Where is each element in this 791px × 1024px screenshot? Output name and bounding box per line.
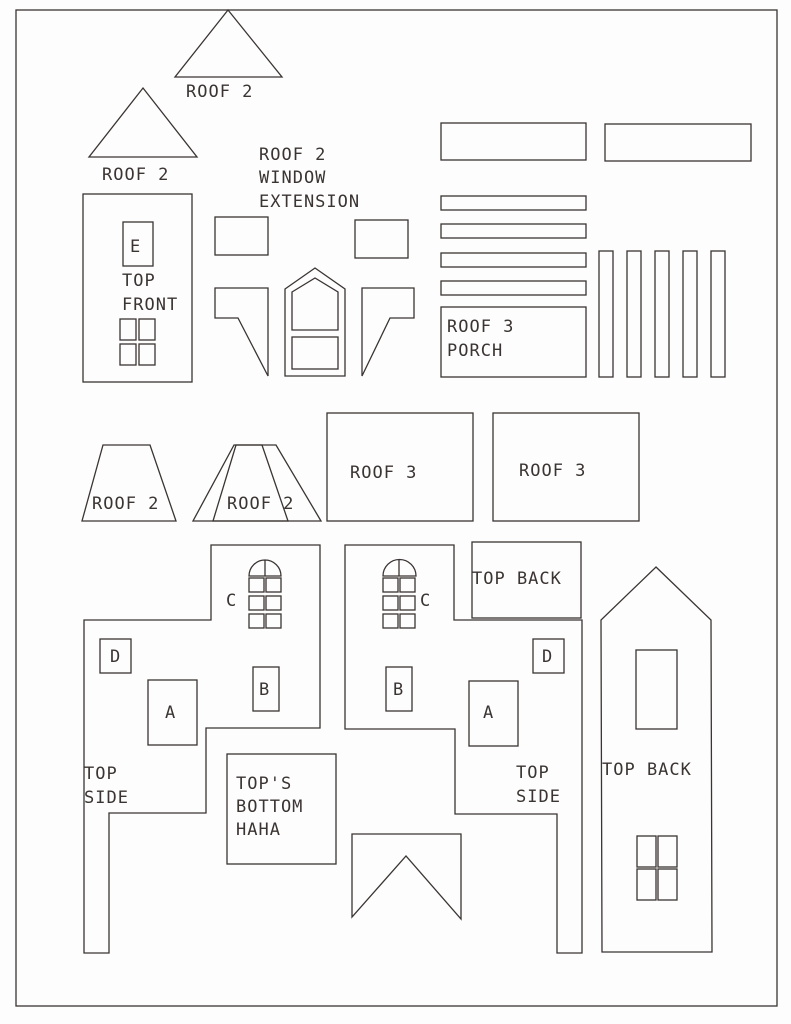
svg-text:ROOF 2: ROOF 2	[92, 494, 159, 514]
svg-text:A: A	[165, 703, 176, 723]
roof3-panel-a: ROOF 3	[326, 412, 474, 522]
top-side-left-panel: C D A B TOP SIDE	[83, 544, 321, 954]
roof2-triangle-left: ROOF 2	[87, 86, 199, 185]
svg-text:ROOF 3: ROOF 3	[350, 463, 417, 483]
roof2-trapezoid-b-outline: ROOF 2	[212, 444, 323, 522]
tops-bottom-panel: TOP'S BOTTOM HAHA	[226, 753, 337, 865]
roof2-trapezoid-a: ROOF 2	[81, 444, 177, 522]
sheet-border	[15, 9, 778, 1007]
svg-text:ROOF 3: ROOF 3	[519, 461, 586, 481]
top-back-small-panel: TOP BACK	[471, 541, 582, 619]
svg-text:EXTENSION: EXTENSION	[259, 192, 360, 212]
svg-text:B: B	[393, 680, 404, 700]
svg-text:BOTTOM: BOTTOM	[236, 797, 303, 817]
svg-text:HAHA: HAHA	[236, 820, 281, 840]
svg-text:E: E	[130, 237, 141, 257]
svg-text:TOP: TOP	[84, 764, 118, 784]
svg-text:ROOF 2: ROOF 2	[259, 145, 326, 165]
svg-text:TOP'S: TOP'S	[236, 774, 292, 794]
svg-text:FRONT: FRONT	[122, 295, 178, 315]
svg-text:A: A	[483, 703, 494, 723]
svg-text:D: D	[542, 647, 553, 667]
svg-text:ROOF 2: ROOF 2	[186, 82, 253, 102]
window-extension-label: ROOF 2 WINDOW EXTENSION	[259, 145, 360, 212]
top-front-panel: E TOP FRONT	[82, 193, 193, 383]
svg-text:TOP: TOP	[516, 763, 550, 783]
roof3-panel-b: ROOF 3	[492, 412, 640, 522]
svg-text:ROOF 3: ROOF 3	[447, 317, 514, 337]
svg-text:SIDE: SIDE	[84, 788, 129, 808]
svg-text:D: D	[110, 647, 121, 667]
trim-strips	[440, 122, 752, 378]
svg-text:TOP BACK: TOP BACK	[602, 760, 692, 780]
svg-text:ROOF 2: ROOF 2	[102, 165, 169, 185]
top-side-right-panel: C D A B TOP SIDE	[344, 544, 583, 954]
svg-text:PORCH: PORCH	[447, 341, 503, 361]
svg-text:C: C	[226, 591, 237, 611]
svg-text:WINDOW: WINDOW	[259, 168, 326, 188]
svg-text:TOP BACK: TOP BACK	[472, 569, 562, 589]
top-back-tall-panel: TOP BACK	[600, 566, 713, 953]
roof2-triangle-top: ROOF 2	[173, 8, 284, 102]
roof3-porch-panel: ROOF 3 PORCH	[440, 306, 587, 378]
svg-text:C: C	[420, 591, 431, 611]
svg-text:TOP: TOP	[122, 271, 156, 291]
porch-gable-piece	[351, 833, 462, 921]
svg-text:SIDE: SIDE	[516, 787, 561, 807]
svg-text:ROOF 2: ROOF 2	[227, 494, 294, 514]
svg-text:B: B	[259, 680, 270, 700]
window-extension-pieces	[214, 216, 415, 377]
